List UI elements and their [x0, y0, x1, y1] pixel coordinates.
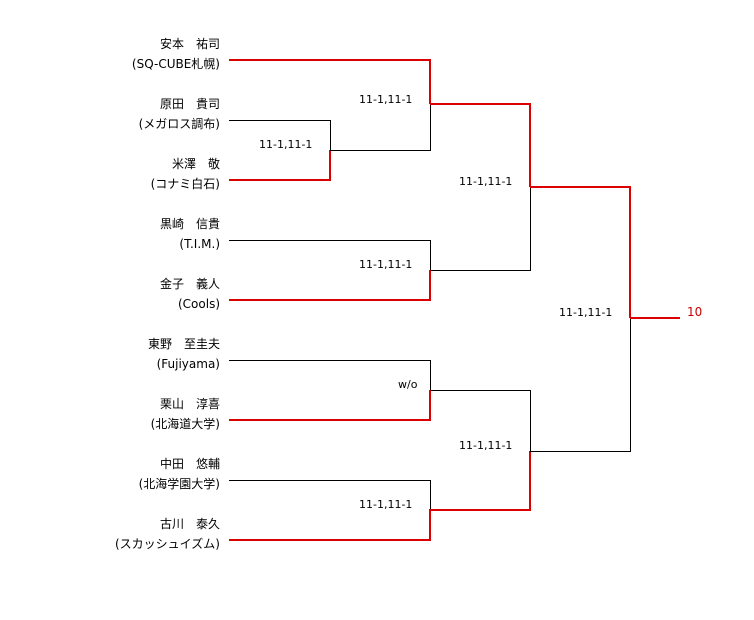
player-name: 黒崎 信貴 [159, 217, 220, 231]
player-name: 東野 至圭夫 [147, 337, 220, 351]
final-result: 10 [687, 305, 703, 319]
player-name: 中田 悠輔 [159, 457, 220, 471]
player-team: (Fujiyama) [156, 357, 220, 371]
match-score-r1-3: w/o [398, 378, 418, 391]
player-name: 米澤 敬 [171, 157, 220, 171]
player-name: 金子 義人 [159, 277, 220, 291]
match-score-r1-4: 11-1,11-1 [359, 498, 413, 511]
player-team: (T.I.M.) [179, 237, 220, 251]
line-r1m1-output [430, 103, 531, 187]
line-prelim-winner [229, 150, 331, 181]
player-team: (北海学園大学) [138, 477, 220, 491]
player-name: 古川 泰久 [159, 517, 220, 531]
player-team: (メガロス調布) [138, 117, 220, 131]
line-r1m4-winner [229, 451, 531, 541]
match-score-prelim: 11-1,11-1 [259, 138, 313, 151]
line-sf2-output [530, 318, 631, 452]
line-sf1-output [530, 186, 631, 318]
match-score-r1-2: 11-1,11-1 [359, 258, 413, 271]
line-r1m3-loser [229, 360, 531, 451]
player-name: 原田 貴司 [159, 97, 220, 111]
match-score-r1-1: 11-1,11-1 [359, 93, 413, 106]
line-r1m2-winner [229, 270, 431, 301]
line-r1m1-winner [229, 59, 431, 104]
player-team: (スカッシュイズム) [114, 537, 220, 551]
line-r1m4-loser [229, 480, 431, 510]
player-team: (Cools) [177, 297, 220, 311]
line-prelim-output [330, 100, 431, 151]
line-r1m3-winner [229, 390, 431, 421]
match-score-final: 11-1,11-1 [559, 306, 613, 319]
player-name: 安本 祐司 [159, 37, 220, 51]
player-team: (SQ-CUBE札幌) [131, 57, 220, 71]
player-team: (コナミ白石) [150, 177, 220, 191]
match-score-sf-1: 11-1,11-1 [459, 175, 513, 188]
line-prelim-loser [229, 120, 331, 150]
player-name: 栗山 淳喜 [159, 397, 220, 411]
match-score-sf-2: 11-1,11-1 [459, 439, 513, 452]
player-team: (北海道大学) [150, 417, 220, 431]
